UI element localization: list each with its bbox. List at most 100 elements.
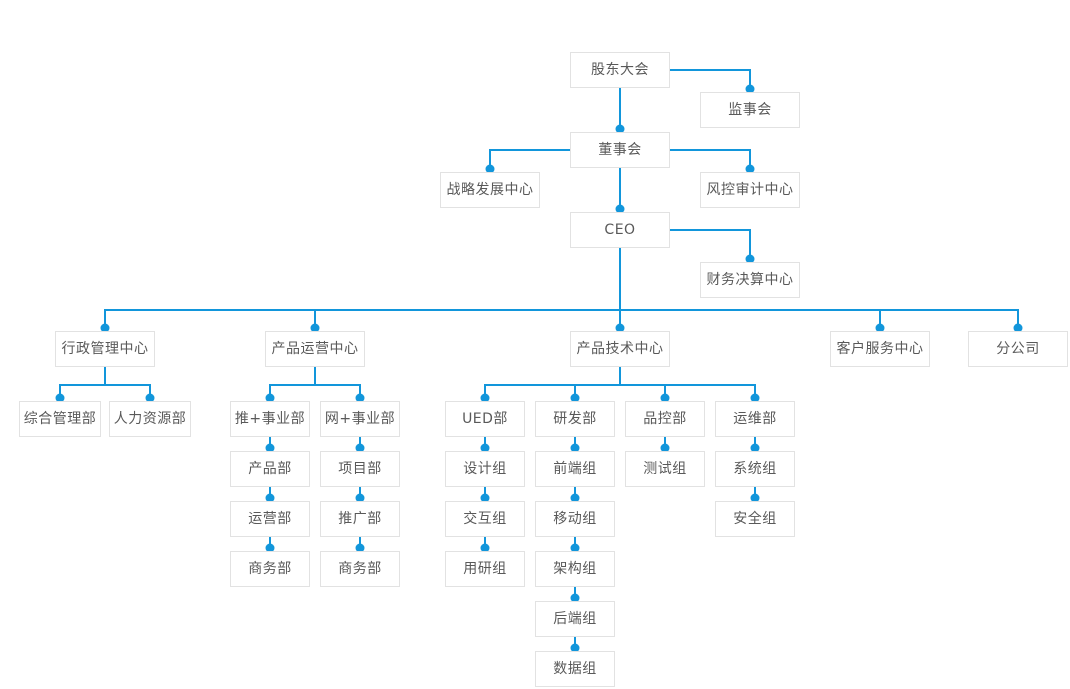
connector-dot — [615, 204, 625, 214]
org-node-board: 董事会 — [570, 132, 670, 168]
connector-dot — [355, 493, 365, 503]
connector-dot — [750, 493, 760, 503]
org-node-qc: 品控部 — [625, 401, 705, 437]
org-node-label: 产品部 — [248, 461, 292, 477]
org-node-design: 设计组 — [445, 451, 525, 487]
org-node-label: 后端组 — [553, 611, 597, 627]
org-node-label: 数据组 — [553, 661, 597, 677]
connector-dot — [1013, 323, 1023, 333]
org-node-label: 行政管理中心 — [61, 341, 149, 357]
org-node-rnd: 研发部 — [535, 401, 615, 437]
connector-dot — [570, 443, 580, 453]
org-node-label: 运维部 — [733, 411, 777, 427]
org-node-label: 商务部 — [248, 561, 292, 577]
connector-dot — [750, 443, 760, 453]
org-node-label: 测试组 — [643, 461, 687, 477]
connector-dot — [100, 323, 110, 333]
org-node-architecture: 架构组 — [535, 551, 615, 587]
connector-dot — [745, 164, 755, 174]
org-node-ued: UED部 — [445, 401, 525, 437]
org-node-operation: 运营部 — [230, 501, 310, 537]
org-node-label: 网+事业部 — [324, 411, 396, 427]
org-node-label: 股东大会 — [591, 62, 649, 78]
connector-dot — [615, 323, 625, 333]
org-node-hr: 人力资源部 — [109, 401, 191, 437]
org-node-system: 系统组 — [715, 451, 795, 487]
org-node-label: 运营部 — [248, 511, 292, 527]
connector-dot — [660, 443, 670, 453]
org-node-label: 系统组 — [733, 461, 777, 477]
connector-dot — [480, 493, 490, 503]
org-node-tui: 推+事业部 — [230, 401, 310, 437]
connector-dot — [745, 254, 755, 264]
connector-dot — [310, 323, 320, 333]
org-node-testing: 测试组 — [625, 451, 705, 487]
org-node-label: CEO — [604, 222, 636, 238]
org-node-label: 战略发展中心 — [446, 182, 534, 198]
org-node-risk: 风控审计中心 — [700, 172, 800, 208]
org-node-label: 用研组 — [463, 561, 507, 577]
connector-dot — [355, 443, 365, 453]
org-node-label: 设计组 — [463, 461, 507, 477]
org-node-project: 项目部 — [320, 451, 400, 487]
org-node-label: 客户服务中心 — [836, 341, 924, 357]
org-node-label: 推广部 — [338, 511, 382, 527]
connector-dot — [875, 323, 885, 333]
org-node-supervisory: 监事会 — [700, 92, 800, 128]
org-node-label: 分公司 — [996, 341, 1040, 357]
connector-dot — [750, 393, 760, 403]
org-node-backend: 后端组 — [535, 601, 615, 637]
org-node-om: 运维部 — [715, 401, 795, 437]
org-node-label: UED部 — [462, 411, 508, 427]
org-node-label: 交互组 — [463, 511, 507, 527]
org-node-label: 移动组 — [553, 511, 597, 527]
org-node-label: 安全组 — [733, 511, 777, 527]
org-node-tech: 产品技术中心 — [570, 331, 670, 367]
org-node-label: 董事会 — [598, 142, 642, 158]
org-node-research: 用研组 — [445, 551, 525, 587]
connector-dot — [480, 443, 490, 453]
org-node-data_group: 数据组 — [535, 651, 615, 687]
org-node-general: 综合管理部 — [19, 401, 101, 437]
org-node-strategy: 战略发展中心 — [440, 172, 540, 208]
connector-dot — [570, 543, 580, 553]
org-node-label: 品控部 — [643, 411, 687, 427]
connector-dot — [570, 393, 580, 403]
org-node-label: 架构组 — [553, 561, 597, 577]
connector-dot — [660, 393, 670, 403]
org-node-label: 风控审计中心 — [706, 182, 794, 198]
connector-dot — [355, 543, 365, 553]
org-node-frontend: 前端组 — [535, 451, 615, 487]
connector-dot — [485, 164, 495, 174]
org-node-label: 人力资源部 — [113, 411, 187, 427]
org-node-label: 项目部 — [338, 461, 382, 477]
connector-dot — [570, 493, 580, 503]
connector-dot — [55, 393, 65, 403]
org-node-service: 客户服务中心 — [830, 331, 930, 367]
connector-dot — [480, 543, 490, 553]
org-node-business_wang: 商务部 — [320, 551, 400, 587]
org-node-admin: 行政管理中心 — [55, 331, 155, 367]
org-node-label: 推+事业部 — [234, 411, 306, 427]
connector-dot — [570, 643, 580, 653]
org-node-label: 前端组 — [553, 461, 597, 477]
org-node-shareholders: 股东大会 — [570, 52, 670, 88]
org-node-label: 综合管理部 — [23, 411, 97, 427]
connector-dot — [745, 84, 755, 94]
org-node-mobile: 移动组 — [535, 501, 615, 537]
org-node-branch: 分公司 — [968, 331, 1068, 367]
org-node-label: 产品技术中心 — [576, 341, 664, 357]
org-node-wang: 网+事业部 — [320, 401, 400, 437]
connector-dot — [615, 124, 625, 134]
org-node-label: 财务决算中心 — [706, 272, 794, 288]
org-node-business_tui: 商务部 — [230, 551, 310, 587]
connector-dot — [265, 393, 275, 403]
org-node-label: 研发部 — [553, 411, 597, 427]
connector-dot — [265, 493, 275, 503]
org-node-ceo: CEO — [570, 212, 670, 248]
connector-dot — [265, 543, 275, 553]
connector-dot — [570, 593, 580, 603]
org-node-label: 产品运营中心 — [271, 341, 359, 357]
